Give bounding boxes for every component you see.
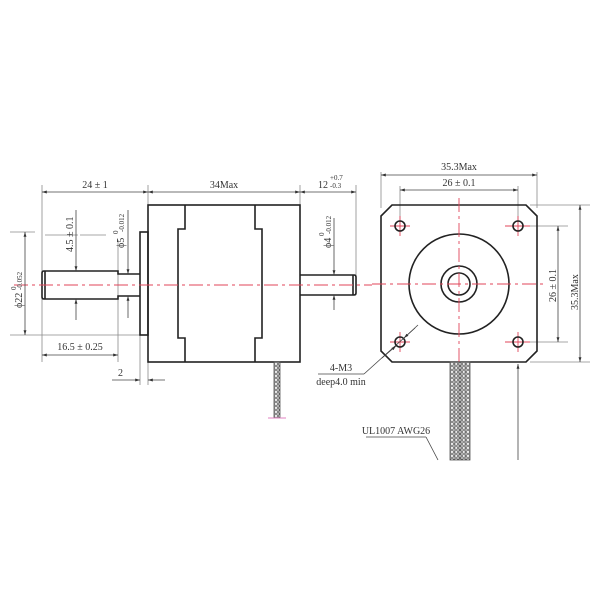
motor-body bbox=[147, 204, 301, 363]
mounting-hole-tr bbox=[505, 216, 530, 236]
svg-text:-0.012: -0.012 bbox=[325, 215, 333, 234]
wire-callout: UL1007 AWG26 bbox=[362, 426, 439, 461]
lead-wire-side bbox=[268, 361, 286, 419]
dim-body-length: 34Max bbox=[148, 180, 300, 194]
svg-text:24 ± 1: 24 ± 1 bbox=[82, 180, 108, 191]
svg-text:26 ± 0.1: 26 ± 0.1 bbox=[443, 178, 476, 189]
dim-flat-length: 16.5 ± 0.25 bbox=[42, 342, 118, 357]
svg-text:16.5 ± 0.25: 16.5 ± 0.25 bbox=[57, 342, 103, 353]
svg-text:ϕ4: ϕ4 bbox=[323, 238, 334, 248]
side-view: 24 ± 1 34Max 12 +0.7 -0.3 4.5 ± 0.1 ϕ5 bbox=[10, 174, 372, 419]
svg-text:0: 0 bbox=[10, 286, 18, 290]
svg-text:0: 0 bbox=[112, 230, 120, 234]
svg-text:26 ± 0.1: 26 ± 0.1 bbox=[548, 269, 559, 302]
front-view: 35.3Max 26 ± 0.1 26 ± 0.1 35.3Max 4-M3 d… bbox=[316, 162, 590, 461]
svg-text:35.3Max: 35.3Max bbox=[570, 274, 581, 310]
svg-text:+0.7: +0.7 bbox=[330, 174, 343, 182]
dim-rear-shaft-length: 12 +0.7 -0.3 bbox=[300, 174, 356, 194]
dim-flat-depth: 4.5 ± 0.1 bbox=[45, 210, 78, 320]
svg-text:ϕ22: ϕ22 bbox=[14, 293, 25, 308]
dim-pilot-height: 2 bbox=[112, 368, 165, 382]
lead-wire-bundle bbox=[449, 361, 471, 461]
svg-text:-0.3: -0.3 bbox=[330, 182, 342, 190]
svg-text:34Max: 34Max bbox=[210, 180, 238, 191]
mounting-hole-br bbox=[505, 332, 530, 352]
hole-callout: 4-M3 deep4.0 min bbox=[316, 324, 419, 388]
dim-width-max: 35.3Max bbox=[381, 162, 537, 177]
dim-hole-spacing-h: 26 ± 0.1 bbox=[400, 178, 518, 192]
svg-text:deep4.0 min: deep4.0 min bbox=[316, 377, 365, 388]
dim-rear-shaft-diameter: ϕ4 0 -0.012 bbox=[318, 215, 336, 310]
dim-pilot-diameter: ϕ22 0 -0.052 bbox=[10, 232, 27, 335]
svg-text:35.3Max: 35.3Max bbox=[441, 162, 477, 173]
svg-text:4-M3: 4-M3 bbox=[330, 363, 352, 374]
dim-boss-diameter: ϕ5 0 -0.012 bbox=[80, 210, 130, 318]
svg-text:-0.012: -0.012 bbox=[118, 213, 126, 232]
svg-text:0: 0 bbox=[318, 232, 326, 236]
svg-text:-0.052: -0.052 bbox=[16, 271, 24, 290]
dim-shaft-length: 24 ± 1 bbox=[42, 180, 148, 194]
motor-flange bbox=[380, 204, 538, 363]
svg-text:12: 12 bbox=[318, 180, 328, 191]
svg-text:2: 2 bbox=[118, 368, 123, 379]
dim-height-max: 35.3Max bbox=[570, 205, 582, 362]
svg-text:4.5 ± 0.1: 4.5 ± 0.1 bbox=[65, 217, 76, 253]
svg-text:UL1007 AWG26: UL1007 AWG26 bbox=[362, 426, 430, 437]
svg-text:ϕ5: ϕ5 bbox=[116, 238, 127, 248]
pilot-boss bbox=[139, 231, 149, 336]
mounting-hole-tl bbox=[390, 216, 410, 236]
dim-hole-spacing-v: 26 ± 0.1 bbox=[548, 226, 560, 342]
